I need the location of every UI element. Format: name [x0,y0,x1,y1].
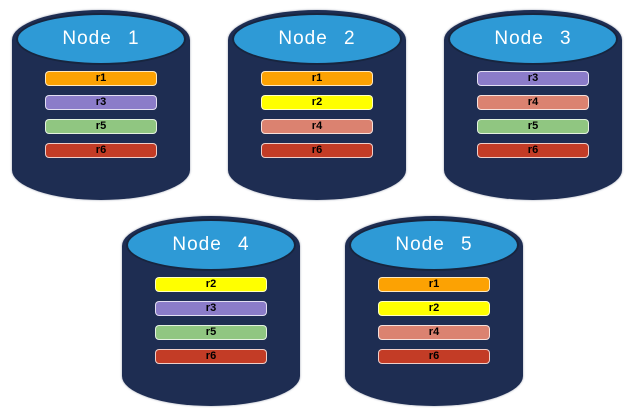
database-node-3: Node 3 r3 r4 r5 r6 [444,10,622,200]
replica-label: r5 [205,326,217,338]
replica-bar-r1: r1 [378,277,490,292]
replica-bar-r4: r4 [261,119,373,134]
cylinder-top: Node 1 [16,13,186,65]
replica-bar-r4: r4 [378,325,490,340]
cylinder-top: Node 5 [349,219,519,271]
replica-label: r2 [428,302,440,314]
replica-bar-r3: r3 [477,71,589,86]
replica-label: r2 [205,278,217,290]
database-node-1: Node 1 r1 r3 r5 r6 [12,10,190,200]
replica-label: r5 [527,120,539,132]
replica-label: r4 [311,120,323,132]
replica-list: r1 r2 r4 r6 [261,71,373,158]
replica-bar-r2: r2 [378,301,490,316]
database-node-5: Node 5 r1 r2 r4 r6 [345,216,523,406]
replica-label: r3 [527,72,539,84]
replica-bar-r4: r4 [477,95,589,110]
cylinder-top: Node 2 [232,13,402,65]
replica-label: r3 [205,302,217,314]
replica-label: r2 [311,96,323,108]
replica-label: r1 [428,278,440,290]
replica-list: r2 r3 r5 r6 [155,277,267,364]
replica-bar-r5: r5 [477,119,589,134]
replica-label: r6 [428,350,440,362]
replica-list: r3 r4 r5 r6 [477,71,589,158]
replica-bar-r6: r6 [378,349,490,364]
replica-label: r4 [527,96,539,108]
replica-bar-r2: r2 [261,95,373,110]
replica-bar-r6: r6 [45,143,157,158]
replica-label: r3 [95,96,107,108]
replica-bar-r1: r1 [261,71,373,86]
database-node-2: Node 2 r1 r2 r4 r6 [228,10,406,200]
node-title: Node 3 [494,28,572,49]
replica-bar-r6: r6 [261,143,373,158]
replica-bar-r5: r5 [155,325,267,340]
replica-label: r5 [95,120,107,132]
replica-label: r4 [428,326,440,338]
node-title: Node 1 [62,28,140,49]
replica-list: r1 r3 r5 r6 [45,71,157,158]
node-title: Node 2 [278,28,356,49]
database-node-4: Node 4 r2 r3 r5 r6 [122,216,300,406]
replica-bar-r6: r6 [155,349,267,364]
replica-bar-r2: r2 [155,277,267,292]
replica-label: r6 [311,144,323,156]
replica-bar-r3: r3 [45,95,157,110]
replica-label: r1 [95,72,107,84]
replica-bar-r5: r5 [45,119,157,134]
replica-bar-r3: r3 [155,301,267,316]
replica-label: r6 [205,350,217,362]
cylinder-top: Node 3 [448,13,618,65]
replica-label: r6 [527,144,539,156]
replica-bar-r6: r6 [477,143,589,158]
node-title: Node 4 [172,234,250,255]
replica-list: r1 r2 r4 r6 [378,277,490,364]
replica-label: r1 [311,72,323,84]
cylinder-top: Node 4 [126,219,296,271]
node-title: Node 5 [395,234,473,255]
replica-label: r6 [95,144,107,156]
replica-bar-r1: r1 [45,71,157,86]
